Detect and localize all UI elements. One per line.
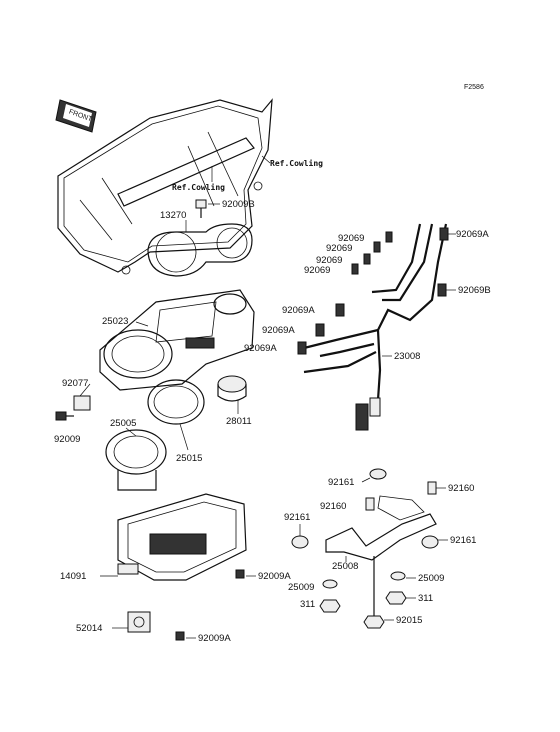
part-label-23008: 23008 bbox=[394, 351, 420, 362]
grommet-92161-c: 92161 bbox=[421, 535, 476, 549]
part-label-92009b: 92009B bbox=[222, 199, 255, 210]
ref-cowling-callout-2: Ref.Cowling bbox=[261, 155, 323, 168]
part-label-92009a-a: 92009A bbox=[258, 571, 291, 582]
washer-25009-a: 25009 bbox=[288, 579, 338, 593]
part-label-92069a-right: 92069A bbox=[456, 229, 489, 240]
ref-cowling-label-2: Ref.Cowling bbox=[270, 158, 323, 168]
screw-92009: 92009 bbox=[54, 411, 80, 445]
part-label-25005: 25005 bbox=[110, 418, 136, 429]
bulb-socket-92069a-1: 92069A bbox=[282, 303, 345, 317]
screw-92009b: 92009B bbox=[195, 199, 255, 218]
grommet-92161-b: 92161 bbox=[284, 512, 310, 549]
bulb-socket-92069-4: 92069 bbox=[304, 263, 359, 276]
part-label-92069-1: 92069 bbox=[338, 233, 364, 244]
part-label-25015: 25015 bbox=[176, 453, 202, 464]
screw-92009a-b: 92009A bbox=[175, 631, 231, 644]
part-label-311-b: 311 bbox=[418, 593, 433, 604]
bulb-socket-92069-3: 92069 bbox=[316, 253, 371, 266]
part-label-92069a-3: 92069A bbox=[244, 343, 277, 354]
speedometer-25005: 25005 bbox=[105, 418, 167, 491]
bulb-socket-92069-1: 92069 bbox=[338, 231, 393, 244]
part-label-92069a-1: 92069A bbox=[282, 305, 315, 316]
bulb-socket-92069a-2: 92069A bbox=[262, 323, 325, 337]
sensor-52014: 52014 bbox=[76, 611, 151, 634]
part-label-25009-a: 25009 bbox=[288, 582, 314, 593]
bulb-socket-92069b: 92069B bbox=[437, 283, 491, 297]
part-label-28011: 28011 bbox=[226, 416, 252, 427]
washer-25009-b: 25009 bbox=[390, 571, 444, 584]
part-label-25009-b: 25009 bbox=[418, 573, 444, 584]
ref-cowling-callout-1: Ref.Cowling bbox=[172, 166, 225, 192]
part-label-92069-2: 92069 bbox=[326, 243, 352, 254]
part-label-92069-4: 92069 bbox=[304, 265, 330, 276]
nut-311-a: 311 bbox=[300, 599, 341, 613]
gasket-13270: 13270 bbox=[147, 210, 253, 277]
collar-92160-b: 92160 bbox=[427, 481, 474, 495]
collar-92077: 92077 bbox=[62, 378, 91, 411]
bulb-socket-92069a-3: 92069A bbox=[244, 341, 307, 355]
bulb-socket-92069a-right: 92069A bbox=[439, 227, 489, 241]
upper-cowling-bracket bbox=[57, 98, 273, 275]
part-label-92009: 92009 bbox=[54, 434, 80, 445]
part-label-13270: 13270 bbox=[160, 210, 186, 221]
part-label-92069-3: 92069 bbox=[316, 255, 342, 266]
bracket-25008: 25008 bbox=[325, 495, 437, 572]
collar-92160-a: 92160 bbox=[320, 497, 375, 512]
part-label-92160-b: 92160 bbox=[448, 483, 474, 494]
part-label-14091: 14091 bbox=[60, 571, 86, 582]
part-label-92009a-b: 92009A bbox=[198, 633, 231, 644]
part-label-25023: 25023 bbox=[102, 316, 128, 327]
screw-92009a-a: 92009A bbox=[235, 569, 291, 582]
grommet-92161-a: 92161 bbox=[328, 468, 387, 488]
nut-92015: 92015 bbox=[363, 556, 422, 629]
part-label-92161-b: 92161 bbox=[284, 512, 310, 523]
part-label-92069a-2: 92069A bbox=[262, 325, 295, 336]
gauge-dial-25015: 25015 bbox=[147, 379, 205, 464]
part-label-92161-c: 92161 bbox=[450, 535, 476, 546]
bulb-socket-92069-2: 92069 bbox=[326, 241, 381, 254]
part-label-92015: 92015 bbox=[396, 615, 422, 626]
ref-cowling-label-1: Ref.Cowling bbox=[172, 182, 225, 192]
meter-upper-case-25023: 25023 bbox=[99, 289, 255, 391]
meter-lower-case-14091: 14091 bbox=[60, 493, 247, 582]
sensor-28011: 28011 bbox=[217, 375, 252, 427]
front-arrow-badge: FRONT bbox=[55, 99, 97, 133]
wiring-harness-23008: 23008 bbox=[303, 223, 448, 431]
part-label-92161-a: 92161 bbox=[328, 477, 354, 488]
part-label-52014: 52014 bbox=[76, 623, 102, 634]
nut-311-b: 311 bbox=[385, 591, 433, 605]
part-label-25008: 25008 bbox=[332, 561, 358, 572]
figure-code: F2586 bbox=[464, 84, 484, 91]
part-label-92160-a: 92160 bbox=[320, 501, 346, 512]
part-label-92069b: 92069B bbox=[458, 285, 491, 296]
part-label-92077: 92077 bbox=[62, 378, 88, 389]
part-label-311-a: 311 bbox=[300, 599, 315, 610]
